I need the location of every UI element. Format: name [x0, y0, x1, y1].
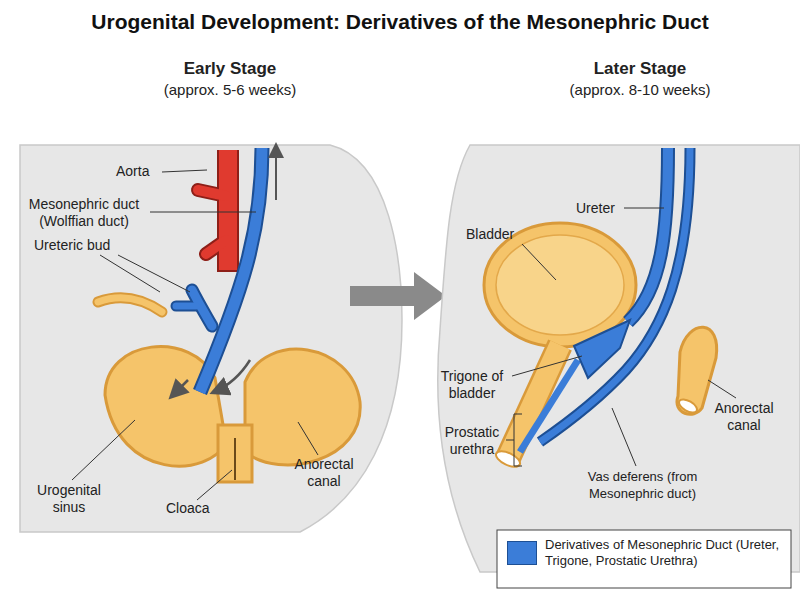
legend-text: Derivatives of Mesonephric Duct (Ureter,… [545, 537, 785, 569]
part-label: Anorectal canal [696, 400, 792, 434]
part-label: Aorta [116, 163, 166, 180]
trigone-shape [574, 320, 630, 378]
stage-arrow [350, 272, 446, 320]
part-label: Cloaca [166, 500, 226, 517]
leader-line [162, 170, 207, 172]
part-label: Urogenital sinus [28, 482, 110, 516]
mesonephric-duct [200, 148, 262, 392]
part-label: Trigone of bladder [434, 368, 510, 402]
aorta-branch [198, 190, 226, 196]
part-label: Ureter [576, 200, 626, 217]
vas-deferens [540, 148, 690, 442]
flow-arrow [275, 146, 277, 200]
ureteric-bud [176, 303, 196, 310]
flow-arrow [214, 360, 250, 392]
stage-age: (approx. 8-10 weeks) [540, 80, 740, 99]
leader-line [298, 422, 318, 455]
stage-heading: Later Stage [540, 58, 740, 79]
aorta-outline [217, 150, 239, 272]
anal-opening [677, 397, 699, 416]
part-label: Anorectal canal [276, 456, 372, 490]
flow-arrow [172, 380, 188, 396]
part-label: Prostatic urethra [436, 424, 508, 458]
aorta-branch-outline [198, 190, 226, 196]
leader-line [100, 255, 160, 292]
leader-line [708, 380, 736, 398]
leader-line [118, 255, 190, 292]
bracket [506, 414, 522, 466]
leader-line [624, 208, 664, 209]
stage-age: (approx. 5-6 weeks) [130, 80, 330, 99]
embryo-background [438, 145, 800, 572]
allantois [98, 298, 162, 312]
cloaca-shape [218, 425, 252, 482]
leader-line [612, 408, 636, 466]
legend-frame [497, 530, 791, 588]
part-label: Ureteric bud [34, 237, 154, 254]
aorta [219, 150, 237, 270]
ureteric-bud-outline [176, 301, 196, 312]
leader-line [522, 244, 556, 280]
leader-lines [72, 170, 736, 500]
bladder-lumen [496, 235, 624, 335]
cloacal-membrane [234, 438, 236, 480]
allantois-outline [98, 298, 162, 312]
stage-heading: Early Stage [130, 58, 330, 79]
part-label: Bladder [466, 226, 526, 243]
legend-swatch [507, 541, 537, 565]
vas-deferens-outline [540, 148, 690, 442]
ureter [628, 148, 668, 322]
mesonephric-duct-outline [200, 148, 262, 392]
aorta-branch [206, 240, 226, 254]
diagram-title: Urogenital Development: Derivatives of t… [0, 10, 800, 34]
leader-line [72, 420, 135, 480]
part-label: Vas deferens (from Mesonephric duct) [560, 468, 725, 502]
urethra-opening [494, 448, 523, 470]
anorectal-canal-shape [245, 349, 360, 465]
ureter-outline [628, 148, 668, 322]
leader-line [512, 356, 582, 376]
part-label: Mesonephric duct (Wolffian duct) [14, 196, 154, 230]
leader-line [197, 470, 232, 500]
leader-line [150, 212, 256, 213]
